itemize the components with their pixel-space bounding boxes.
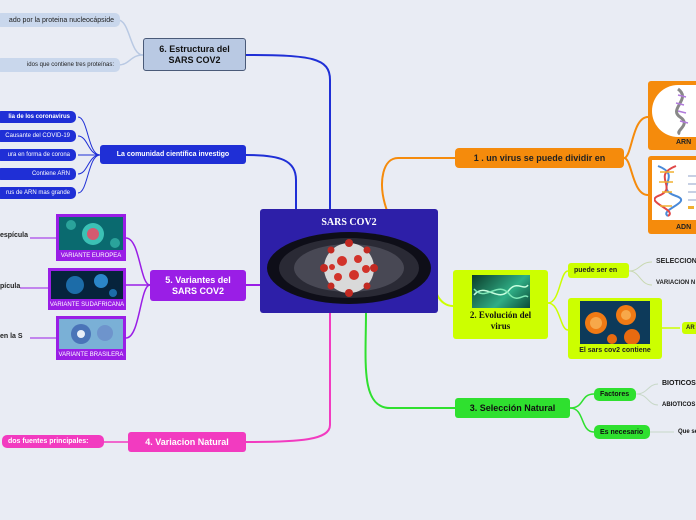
link-evolucion-puede xyxy=(547,270,569,304)
link-sel-factores xyxy=(569,393,595,409)
dna-icon xyxy=(472,284,529,299)
estructura-child-2-label: idos que contiene tres proteínas: xyxy=(26,62,114,68)
puede-node[interactable]: puede ser en xyxy=(568,263,629,278)
link-estructura-c2 xyxy=(117,54,144,66)
comunidad-child-1-label: lia de los coronavirus xyxy=(8,114,70,120)
branch-evolucion[interactable]: 2. Evolución del virus xyxy=(453,270,548,339)
branch-variacion-label: 4. Variacion Natural xyxy=(145,437,229,447)
factores-child-abioticos[interactable]: ABIOTICOS xyxy=(662,402,696,408)
branch-variacion[interactable]: 4. Variacion Natural xyxy=(128,432,246,452)
comunidad-child-1[interactable]: lia de los coronavirus xyxy=(0,111,76,123)
link-factores-bio xyxy=(635,383,659,395)
link-central-variacion xyxy=(245,312,331,443)
link-var-eu xyxy=(125,237,151,286)
arn-image[interactable]: ARN xyxy=(648,81,696,150)
link-puede-sel xyxy=(628,261,653,272)
link-central-comunidad xyxy=(245,154,297,210)
puede-label: puede ser en xyxy=(574,267,618,274)
branch-seleccion-label: 3. Selección Natural xyxy=(469,403,556,413)
arn-caption: ARN xyxy=(676,139,692,146)
branch-divide-label: 1 . un virus se puede dividir en xyxy=(473,153,606,163)
variacion-child-1[interactable]: dos fuentes principales: xyxy=(2,435,104,448)
branch-variantes[interactable]: 5. Variantes del SARS COV2 xyxy=(150,270,246,301)
branch-seleccion[interactable]: 3. Selección Natural xyxy=(455,398,570,418)
variante-sudafricana-caption: VARIANTE SUDAFRICANA xyxy=(49,302,125,308)
factores-node[interactable]: Factores xyxy=(594,388,636,401)
variante-brasilera-side[interactable]: en la S xyxy=(0,333,23,340)
branch-evolucion-label: 2. Evolución del virus xyxy=(469,310,532,331)
necesario-node[interactable]: Es necesario xyxy=(594,425,650,439)
comunidad-child-4-label: Contiene ARN xyxy=(31,171,70,177)
variante-europea-side[interactable]: espícula xyxy=(0,232,29,239)
link-puede-var xyxy=(628,270,653,286)
link-central-seleccion xyxy=(364,311,455,409)
link-divide-arn xyxy=(623,116,649,159)
variante-europea-caption: VARIANTE EUROPEA xyxy=(60,253,122,259)
contiene-node[interactable]: El sars cov2 contiene xyxy=(568,298,662,359)
variante-sudafricana-image[interactable]: VARIANTE SUDAFRICANA xyxy=(48,268,126,310)
estructura-child-2[interactable]: idos que contiene tres proteínas: xyxy=(0,58,120,72)
branch-estructura-label: 6. Estructura del SARS COV2 xyxy=(159,43,230,65)
adn-image[interactable]: ADN xyxy=(648,156,696,234)
link-sel-necesario xyxy=(569,407,595,433)
rna-strand-icon xyxy=(675,87,689,135)
contiene-child-label: AR xyxy=(686,325,695,331)
variante-brasilera-image[interactable]: VARIANTE BRASILERA xyxy=(56,316,126,360)
evolucion-image xyxy=(471,275,530,308)
variacion-child-1-label: dos fuentes principales: xyxy=(8,438,89,445)
virus-illustration xyxy=(267,232,431,304)
dna-helix-icon xyxy=(654,165,696,217)
central-title: SARS COV2 xyxy=(321,217,377,228)
comunidad-child-5[interactable]: rus de ARN mas grande xyxy=(0,187,76,199)
variante-sudafricana-side[interactable]: pícula xyxy=(0,283,21,290)
branch-divide[interactable]: 1 . un virus se puede dividir en xyxy=(455,148,624,168)
virus-cluster-image xyxy=(580,301,650,344)
link-comunidad-c5 xyxy=(77,154,101,194)
puede-child-variacion[interactable]: VARIACION N xyxy=(656,280,696,286)
link-estructura-c1 xyxy=(117,19,144,56)
variante-europea-image[interactable]: VARIANTE EUROPEA xyxy=(56,214,126,261)
link-evolucion-contiene xyxy=(547,302,569,331)
contiene-label: El sars cov2 contiene xyxy=(579,347,651,354)
link-comunidad-c1 xyxy=(77,116,101,156)
branch-variantes-label: 5. Variantes del SARS COV2 xyxy=(165,274,231,296)
factores-label: Factores xyxy=(600,391,630,398)
link-central-estructura xyxy=(245,54,331,210)
branch-estructura[interactable]: 6. Estructura del SARS COV2 xyxy=(143,38,246,71)
necesario-label: Es necesario xyxy=(600,428,644,436)
central-node[interactable]: SARS COV2 xyxy=(260,209,438,313)
branch-comunidad-label: La comunidad científica investigo xyxy=(116,151,230,158)
necesario-child[interactable]: Que se xyxy=(678,429,696,435)
link-var-br xyxy=(125,284,151,339)
comunidad-child-5-label: rus de ARN mas grande xyxy=(5,190,70,196)
estructura-child-1[interactable]: ado por la proteina nucleocápside xyxy=(0,13,120,27)
comunidad-child-4[interactable]: Contiene ARN xyxy=(0,168,76,180)
factores-child-bioticos[interactable]: BIOTICOS xyxy=(662,380,696,387)
contiene-child-ar[interactable]: AR xyxy=(682,322,696,334)
comunidad-child-2[interactable]: Causante del COVID-19 xyxy=(0,130,76,142)
branch-comunidad[interactable]: La comunidad científica investigo xyxy=(100,145,246,164)
variante-brasilera-caption: VARIANTE BRASILERA xyxy=(58,352,124,358)
link-factores-abio xyxy=(635,393,659,406)
comunidad-child-3[interactable]: ura en forma de corona xyxy=(0,149,76,161)
link-comunidad-c2 xyxy=(77,135,101,156)
adn-caption: ADN xyxy=(676,224,692,231)
puede-child-seleccion[interactable]: SELECCION xyxy=(656,258,696,265)
estructura-child-1-label: ado por la proteina nucleocápside xyxy=(8,16,114,24)
link-divide-adn xyxy=(623,157,649,196)
comunidad-child-2-label: Causante del COVID-19 xyxy=(5,133,70,139)
comunidad-child-3-label: ura en forma de corona xyxy=(7,152,70,158)
